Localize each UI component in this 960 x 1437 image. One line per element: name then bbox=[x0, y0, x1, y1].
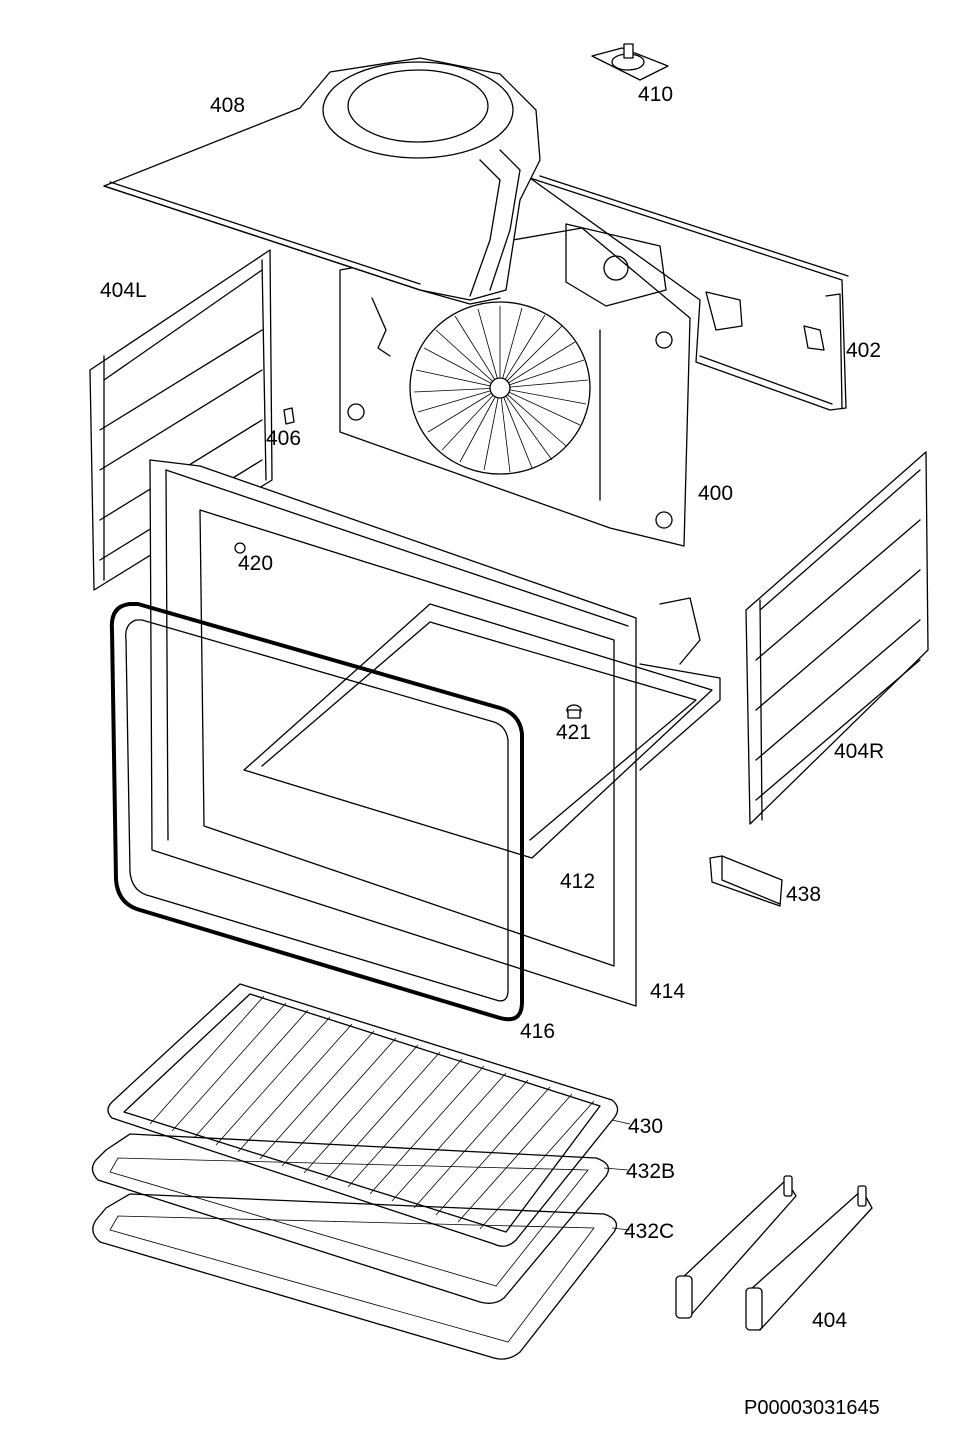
leader-lines bbox=[603, 1119, 631, 1231]
part-438-block bbox=[709, 855, 783, 907]
label-414: 414 bbox=[650, 980, 686, 1003]
label-416: 416 bbox=[520, 1020, 556, 1043]
label-404L: 404L bbox=[100, 279, 147, 302]
label-412: 412 bbox=[560, 870, 596, 893]
label-430: 430 bbox=[628, 1115, 664, 1138]
label-400: 400 bbox=[698, 482, 734, 505]
label-402: 402 bbox=[846, 339, 882, 362]
label-406: 406 bbox=[266, 427, 302, 450]
label-438: 438 bbox=[786, 883, 822, 906]
part-406-clip bbox=[283, 407, 295, 425]
label-421: 421 bbox=[556, 721, 592, 744]
part-421-lamp bbox=[566, 704, 582, 719]
part-430-wire-shelf bbox=[107, 983, 619, 1247]
part-400-back-panel bbox=[339, 223, 691, 547]
label-404: 404 bbox=[812, 1309, 848, 1332]
wire-shelf-bars bbox=[149, 995, 595, 1230]
part-414-oven-cavity bbox=[149, 459, 721, 1007]
part-416-door-gasket bbox=[109, 602, 524, 1022]
label-408: 408 bbox=[210, 94, 246, 117]
label-410: 410 bbox=[638, 83, 674, 106]
part-408-top-cover bbox=[103, 57, 541, 305]
label-432C: 432C bbox=[624, 1220, 675, 1243]
part-402-rear-panel bbox=[529, 175, 849, 411]
fan-cover-slots bbox=[413, 306, 589, 473]
part-420-screw bbox=[234, 542, 246, 554]
part-410-fan-motor bbox=[591, 43, 669, 81]
part-432C-tray bbox=[92, 1193, 618, 1360]
part-404R-right-runner bbox=[745, 451, 929, 825]
label-404R: 404R bbox=[834, 740, 885, 763]
label-432B: 432B bbox=[626, 1160, 676, 1183]
part-412-inner-frame bbox=[243, 603, 713, 859]
document-code: P00003031645 bbox=[744, 1397, 880, 1419]
part-404-telescopic-runners bbox=[675, 1175, 873, 1331]
label-420: 420 bbox=[238, 552, 274, 575]
part-432B-tray bbox=[91, 1133, 610, 1304]
